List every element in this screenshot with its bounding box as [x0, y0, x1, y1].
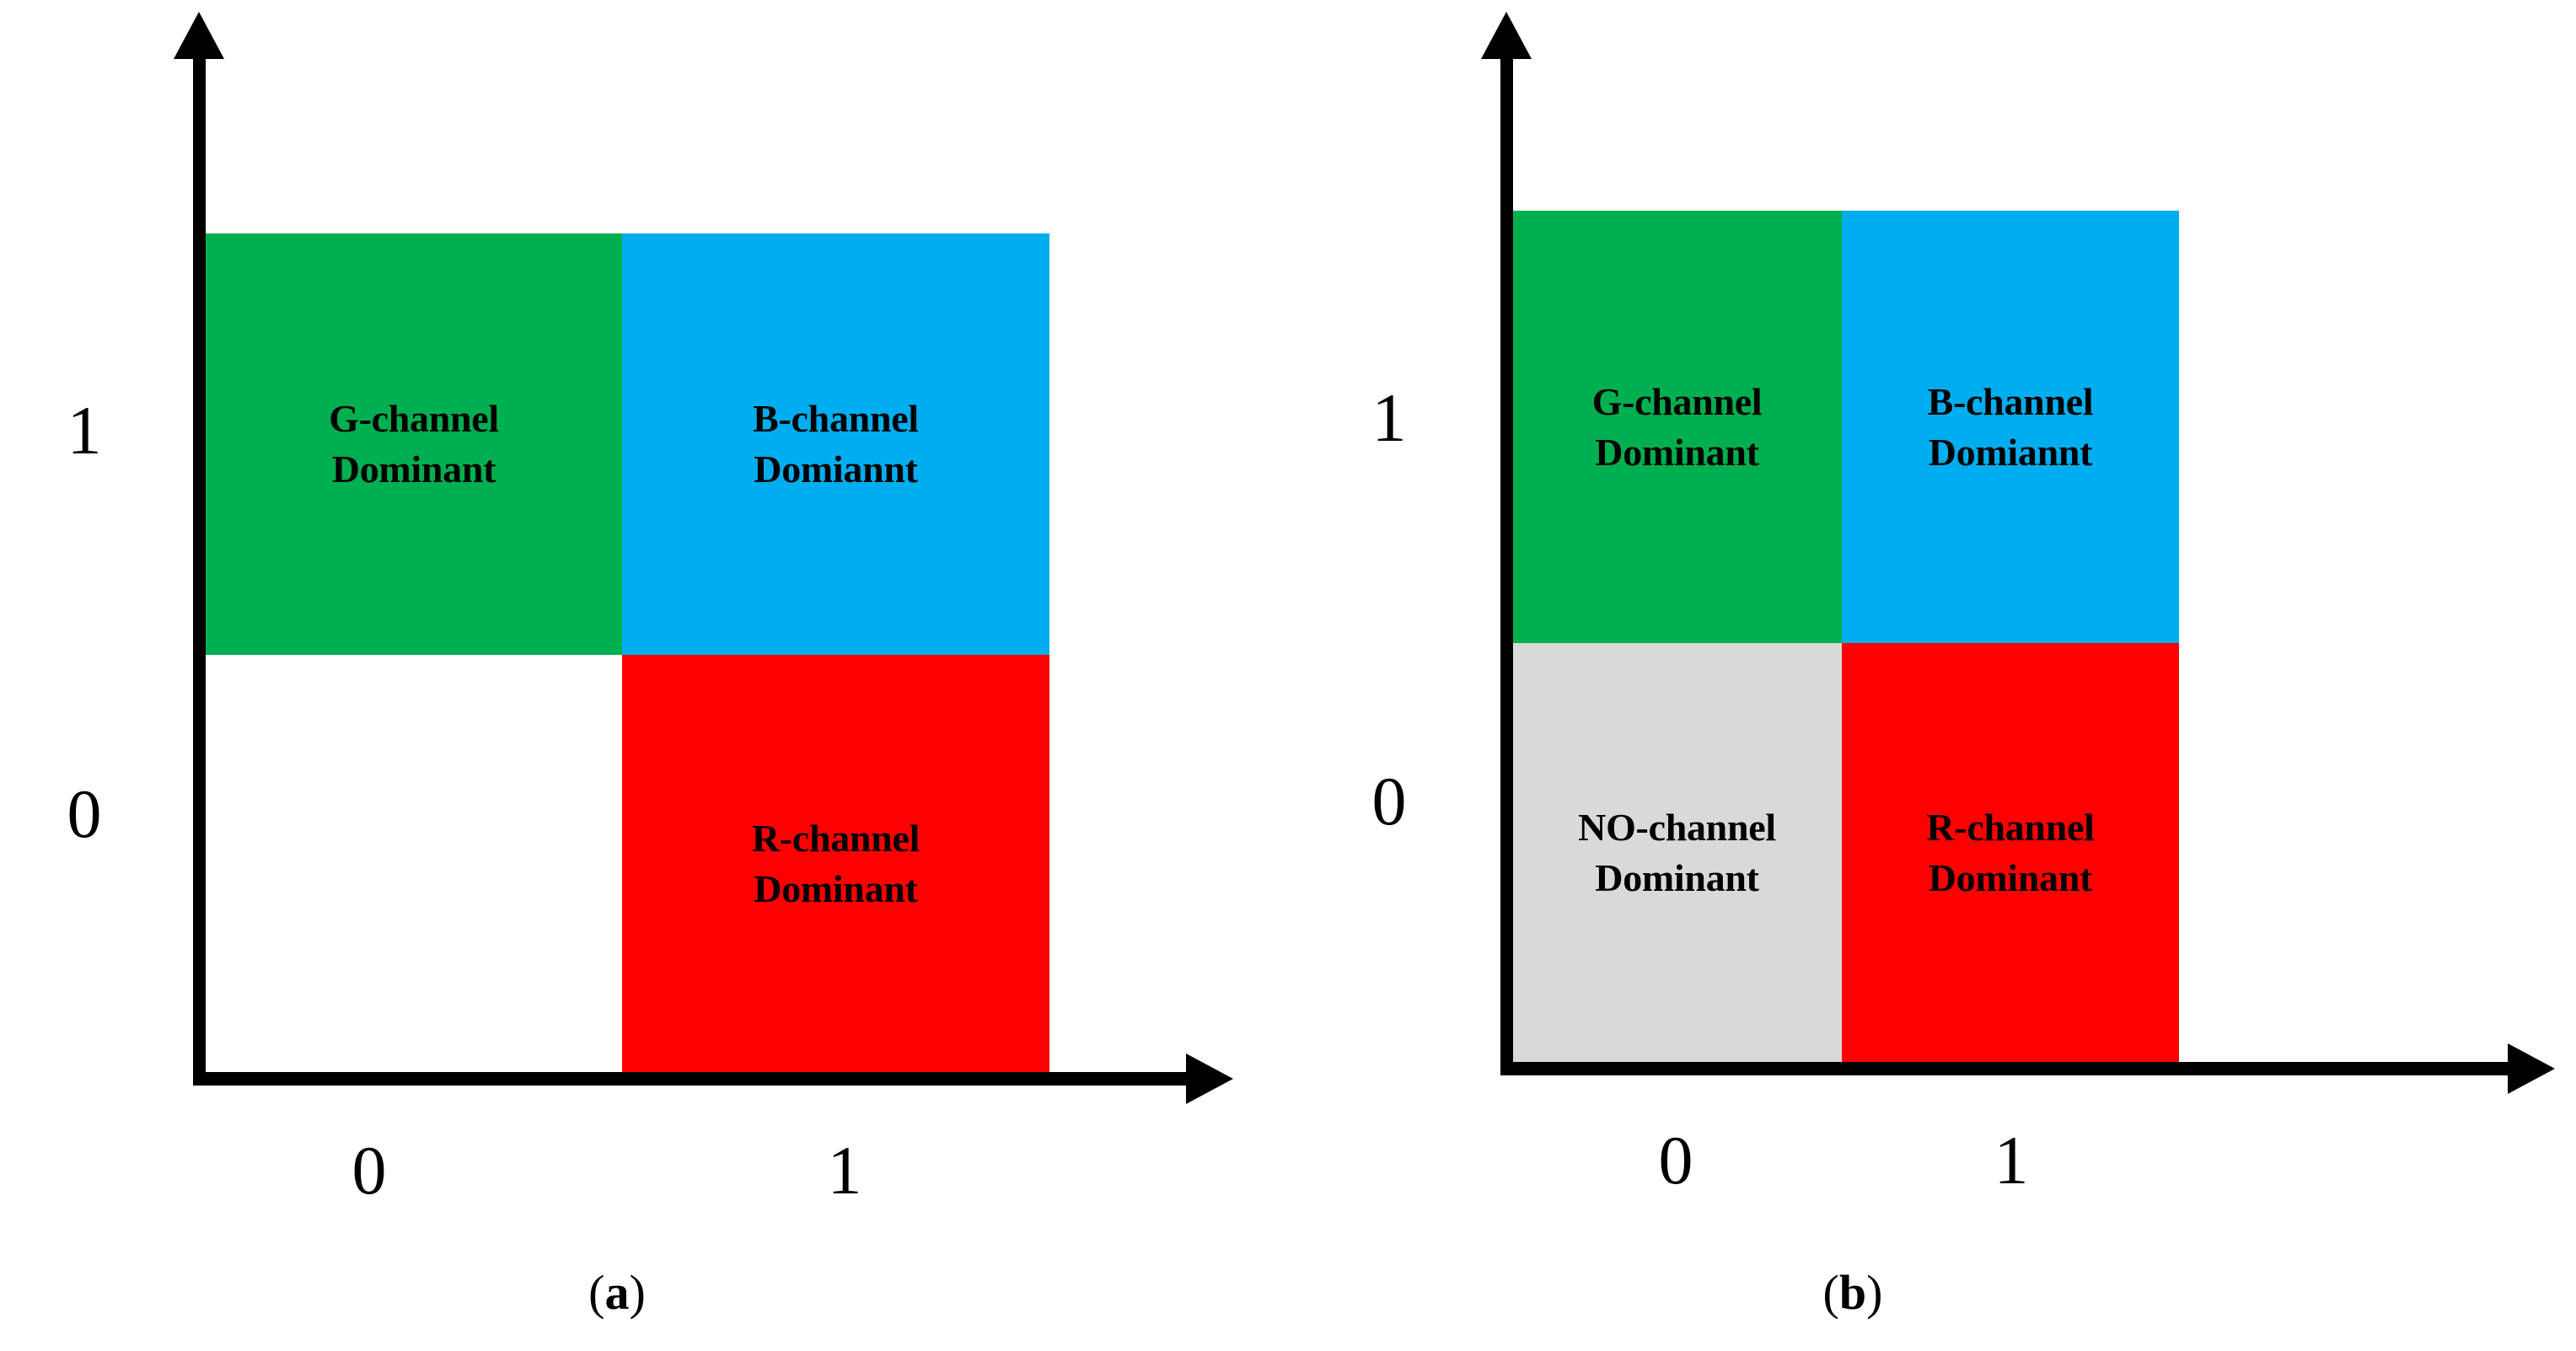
caption-b: (b) [1726, 1268, 1979, 1317]
quadrant-b-bottom-left: NO-channel Dominant [1512, 643, 1842, 1062]
panel-a: G-channel Dominant B-channel Domiannt R-… [67, 12, 1233, 1317]
y-tick-b-0: 0 [1371, 763, 1407, 839]
x-axis-arrow-a [1186, 1053, 1233, 1104]
x-axis-line-a [193, 1072, 1189, 1086]
x-tick-a-1: 1 [827, 1132, 862, 1209]
quadrant-b-bottom-left-label: NO-channel Dominant [1578, 805, 1776, 899]
quadrant-b-top-left: G-channel Dominant [1512, 211, 1842, 643]
quadrant-b-top-right-label: B-channel Domiannt [1927, 379, 2094, 474]
caption-a-letter: a [604, 1265, 630, 1320]
x-tick-b-1: 1 [1994, 1122, 2029, 1198]
quadrant-a-top-right: B-channel Domiannt [622, 233, 1049, 655]
quadrant-b-bottom-right-label: R-channel Dominant [1926, 805, 2095, 899]
quadrant-b-top-left-label: G-channel Dominant [1591, 379, 1763, 474]
caption-b-paren-open: ( [1822, 1265, 1839, 1320]
caption-b-letter: b [1838, 1265, 1867, 1320]
quadrant-a-bottom-left [206, 655, 622, 1072]
quadrant-a-bottom-right: R-channel Dominant [622, 655, 1049, 1072]
y-axis-line-b [1500, 52, 1513, 1062]
y-tick-a-0: 0 [67, 775, 102, 852]
y-axis-line-a [193, 52, 206, 1086]
y-tick-b-1: 1 [1371, 379, 1407, 456]
x-axis-line-b [1500, 1062, 2510, 1075]
caption-b-paren-close: ) [1866, 1265, 1883, 1320]
quadrant-a-bottom-right-label: R-channel Dominant [751, 816, 920, 910]
y-axis-arrow-a [174, 12, 224, 59]
quadrant-b-bottom-right: R-channel Dominant [1842, 643, 2179, 1062]
quadrant-a-top-right-label: B-channel Domiannt [753, 397, 919, 491]
quadrant-a-top-left: G-channel Dominant [206, 233, 622, 655]
x-axis-arrow-b [2508, 1043, 2555, 1094]
quadrant-b-top-right: B-channel Domiannt [1842, 211, 2179, 643]
x-tick-b-0: 0 [1658, 1122, 1693, 1198]
caption-a-paren-open: ( [588, 1265, 605, 1320]
panel-b: G-channel Dominant B-channel Domiannt NO… [1288, 0, 2576, 1351]
y-tick-a-1: 1 [67, 392, 102, 469]
x-tick-a-0: 0 [352, 1132, 387, 1209]
caption-a-paren-close: ) [629, 1265, 646, 1320]
y-axis-arrow-b [1481, 12, 1532, 59]
quadrant-a-top-left-label: G-channel Dominant [329, 397, 499, 491]
caption-a: (a) [491, 1268, 743, 1317]
